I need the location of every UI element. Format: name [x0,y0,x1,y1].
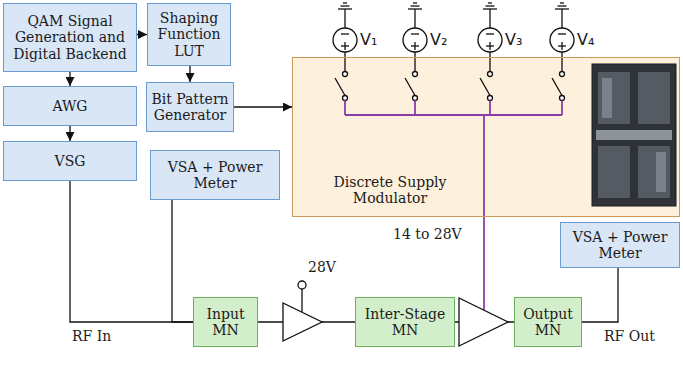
process-box: VSG [3,141,137,181]
voltage-label: V₃ [505,31,522,49]
signal-connector [582,268,618,322]
switch-blade [405,78,415,96]
switch-contact [413,96,418,101]
box-text: VSA + Power Meter [561,229,679,261]
matching-network: Input MN [193,297,258,347]
chip-block [598,72,630,124]
minus-sign [558,33,566,34]
supply-bus [414,101,416,116]
port-label: RF In [72,328,111,344]
box-text: Input MN [194,306,257,338]
minus-sign [341,33,349,34]
voltage-label: V₁ [360,31,377,49]
signal-connector [69,126,70,141]
wire [561,9,562,28]
process-box: AWG [3,86,137,126]
chip-photo [592,64,676,206]
chip-pad [602,78,612,118]
voltage-source [478,28,502,52]
plus-sign [561,42,562,50]
chip-block [638,72,670,124]
process-box: Shaping Function LUT [147,3,231,66]
ground-symbol [343,2,347,3]
supply-label: 28V [308,259,336,275]
ground-symbol [411,5,420,6]
box-text: AWG [52,98,87,114]
switch-contact [343,96,348,101]
voltage-source [403,28,427,52]
wire [561,52,562,72]
box-text: Shaping Function LUT [148,10,230,58]
plus-sign [344,42,345,50]
plus-sign [489,42,490,50]
supply-bus [345,114,562,116]
switch-blade [552,78,562,96]
supply-wire [301,289,302,312]
wire [414,9,415,28]
supply-bus [344,101,346,116]
switch-contact [488,96,493,101]
minus-sign [486,33,494,34]
plus-sign [414,42,415,50]
ground-symbol [558,5,567,6]
chip-pad [656,152,666,192]
ground-symbol [488,2,492,3]
port-label: RF Out [604,328,655,344]
ground-symbol [560,2,564,3]
ground-symbol [413,2,417,3]
modulator-panel: Discrete Supply Modulator [292,57,680,217]
signal-connector [189,66,190,82]
signal-connector [234,106,292,107]
matching-network: Inter-Stage MN [355,297,455,347]
switch-blade [480,78,490,96]
signal-connector [172,200,193,322]
signal-connector [70,181,193,322]
signal-connector [137,34,147,35]
chip-block [598,146,630,198]
chip-strip [596,130,672,140]
box-text: Inter-Stage MN [356,306,454,338]
signal-connector [69,72,70,86]
wire [414,52,415,72]
amplifier-symbol [283,303,322,341]
voltage-source [333,28,357,52]
switch-blade [335,78,345,96]
switch-contact [560,96,565,101]
supply-bus [561,101,563,116]
voltage-label: V₄ [577,31,594,49]
voltage-label: V₂ [430,31,447,49]
instrument-box: VSA + Power Meter [150,150,280,200]
box-text: QAM Signal Generation and Digital Backen… [4,13,136,61]
process-box: QAM Signal Generation and Digital Backen… [3,3,137,72]
box-text: Bit Pattern Generator [147,91,233,123]
supply-bus [489,101,491,116]
switch-contact [560,72,565,77]
instrument-box: VSA + Power Meter [560,222,680,268]
wire [489,9,490,28]
minus-sign [411,33,419,34]
supply-wire [483,115,485,310]
wire [344,52,345,72]
switch-contact [488,72,493,77]
voltage-source [550,28,574,52]
box-text: Discrete Supply Modulator [315,174,465,206]
box-text: Output MN [515,306,581,338]
amplifier-symbol [459,298,508,346]
switch-contact [343,72,348,77]
chip-block [638,146,670,198]
voltage-range-label: 14 to 28V [393,226,462,242]
switch-contact [413,72,418,77]
matching-network: Output MN [514,297,582,347]
process-box: Bit Pattern Generator [146,82,234,132]
supply-terminal [298,281,306,289]
box-text: VSG [55,153,86,169]
wire [344,9,345,28]
ground-symbol [486,5,495,6]
panel-fill [292,57,680,217]
box-text: VSA + Power Meter [151,159,279,191]
wire [489,52,490,72]
ground-symbol [341,5,350,6]
